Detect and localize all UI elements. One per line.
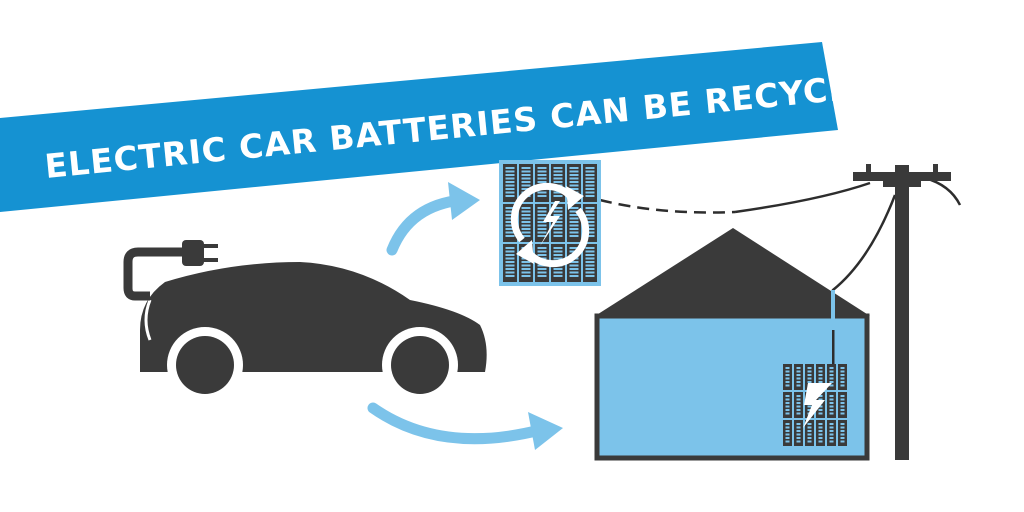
battery-cell xyxy=(805,420,814,446)
battery-cell xyxy=(794,364,803,390)
battery-cell xyxy=(794,392,803,418)
battery-cell xyxy=(805,364,814,390)
headline-banner: ELECTRIC CAR BATTERIES CAN BE RECYCLED. xyxy=(0,42,917,212)
battery-cell xyxy=(827,420,836,446)
lightning-bolt-icon xyxy=(803,383,832,428)
lightning-bolt-icon xyxy=(540,201,560,246)
battery-cell xyxy=(838,392,847,418)
battery-cell xyxy=(783,420,792,446)
arrow-to-grid-storage xyxy=(386,182,480,256)
battery-cell xyxy=(783,364,792,390)
battery-cell xyxy=(794,420,803,446)
battery-cell xyxy=(816,364,825,390)
power-pole-icon xyxy=(853,164,951,460)
battery-cell xyxy=(838,420,847,446)
arrow-to-home-storage xyxy=(367,402,563,450)
battery-cell xyxy=(827,392,836,418)
plug-icon xyxy=(123,240,218,301)
battery-cell xyxy=(827,364,836,390)
battery-cell xyxy=(816,420,825,446)
battery-cell xyxy=(783,392,792,418)
electric-car-icon xyxy=(123,240,487,403)
recycle-arrows-icon xyxy=(510,182,590,268)
battery-cell xyxy=(838,364,847,390)
house-icon xyxy=(594,228,870,461)
power-lines xyxy=(599,176,962,330)
